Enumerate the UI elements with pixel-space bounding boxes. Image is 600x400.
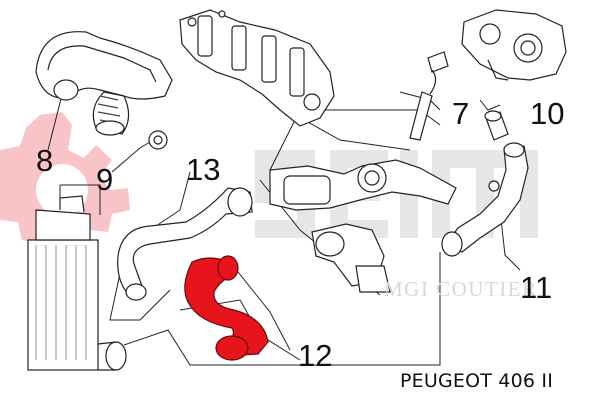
vehicle-caption: PEUGEOT 406 II	[400, 370, 554, 392]
callout-12: 12	[298, 338, 333, 373]
part-10-sleeve	[484, 110, 509, 141]
part-7-tube	[409, 51, 449, 141]
part-8-hose	[35, 31, 173, 150]
intercooler	[27, 195, 127, 371]
part-13-hose	[117, 187, 253, 301]
part-11-hose	[441, 142, 529, 257]
callout-9: 9	[96, 162, 114, 197]
part-12-hose-highlighted	[184, 255, 269, 361]
throttle-body	[461, 9, 567, 81]
egr-valve-assembly	[269, 159, 457, 293]
callout-13: 13	[186, 152, 221, 187]
callout-11: 11	[520, 270, 553, 305]
mgi-coutier-watermark: MGI COUTIER	[384, 277, 538, 301]
callout-7: 7	[452, 96, 470, 131]
intake-manifold	[179, 9, 335, 127]
callout-8: 8	[36, 143, 54, 178]
callout-10: 10	[530, 96, 565, 131]
